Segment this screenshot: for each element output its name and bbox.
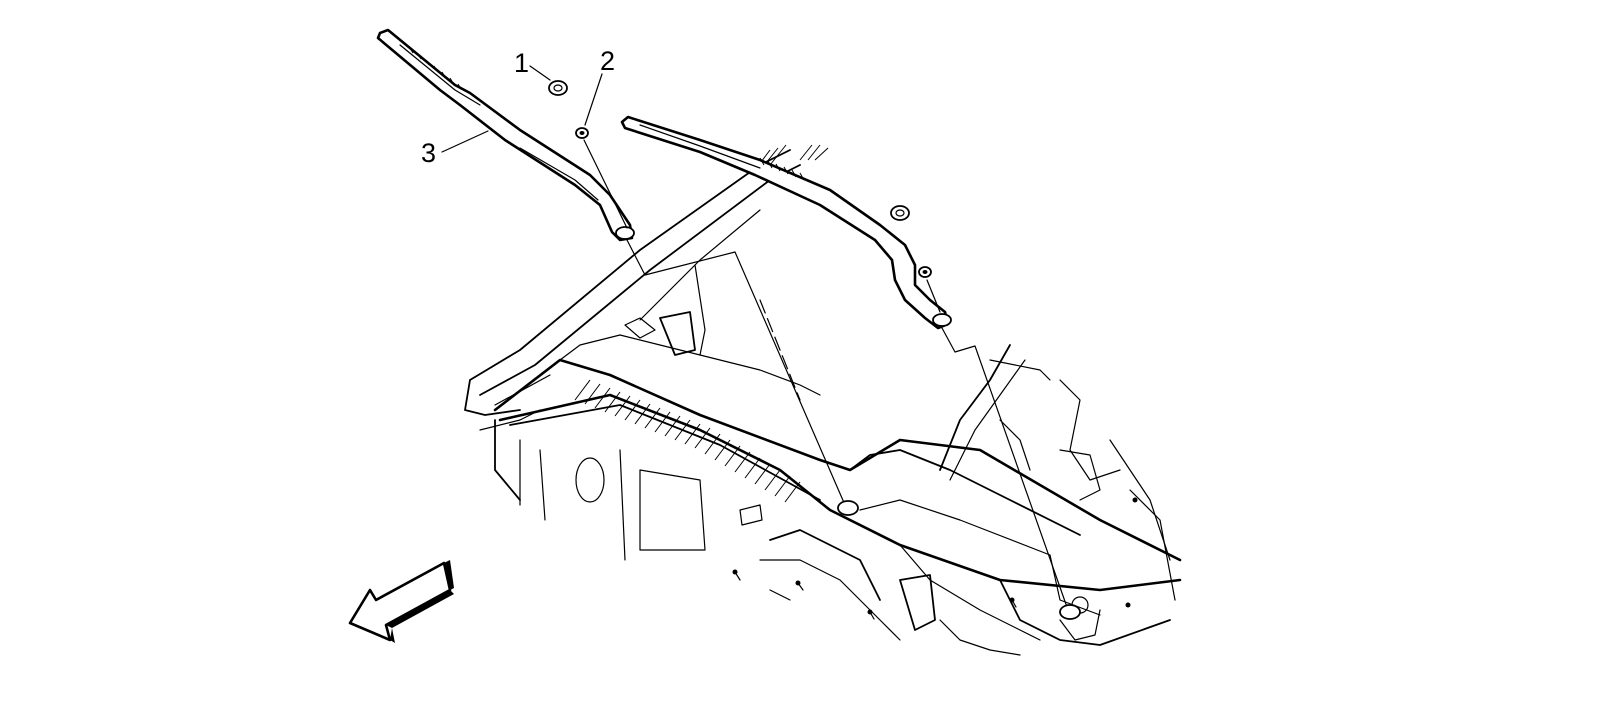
callout-3-label: 3	[421, 138, 436, 168]
front-direction-arrow	[348, 560, 454, 643]
nut-cap-left	[548, 80, 568, 96]
left-wiper-arm	[376, 28, 635, 242]
callout-2-label: 2	[600, 46, 615, 76]
assembly-leader-lines	[583, 139, 1069, 611]
left-pivot-shaft	[837, 500, 859, 516]
callout-2: 2	[584, 46, 615, 126]
nut-right	[918, 266, 932, 278]
right-pivot-shaft	[1059, 604, 1081, 620]
callout-3: 3	[421, 130, 489, 168]
nut-left	[575, 127, 589, 139]
vehicle-body	[464, 144, 1182, 656]
callout-1: 1	[514, 48, 551, 81]
fasteners	[732, 497, 1138, 620]
nut-cap-right	[890, 205, 910, 221]
callout-1-label: 1	[514, 48, 529, 78]
right-wiper-arm	[620, 115, 952, 330]
